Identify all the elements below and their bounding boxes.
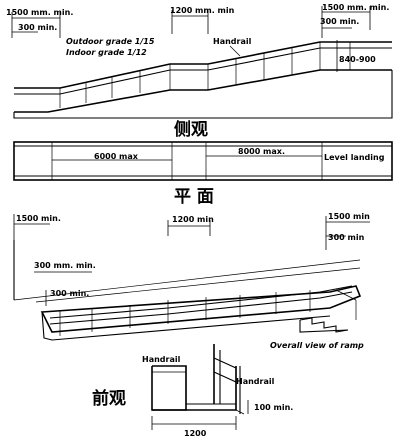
indoor-grade-label: Indoor grade 1/12 xyxy=(66,48,147,57)
front-channel xyxy=(151,344,245,415)
dim-1500-left-label: 1500 mm. min. xyxy=(6,8,73,17)
dim-1200-top: 1200 mm. min xyxy=(170,6,235,34)
dim-1500-right-overall: 1500 min 300 min xyxy=(325,212,370,250)
rail-height-dim: 840-900 xyxy=(336,40,376,72)
overall-dim-1200-label: 1200 min xyxy=(172,215,214,224)
dim-1500-right-top: 1500 mm. min. 300 min. xyxy=(320,3,389,38)
run-1-label: 6000 max xyxy=(94,152,139,161)
dim-1500-left-top: 1500 mm. min. xyxy=(6,8,73,38)
overall-ramp-deck xyxy=(40,285,362,333)
outdoor-grade-label: Outdoor grade 1/15 xyxy=(66,37,155,46)
overall-posts xyxy=(59,290,311,336)
overall-dim-1500-left-label: 1500 min. xyxy=(16,214,61,223)
front-width-dim: 1200 xyxy=(151,416,237,438)
overall-caption: Overall view of ramp xyxy=(270,341,364,350)
plan-view-title: 平 面 xyxy=(174,187,214,207)
overall-view: 1500 min. 1200 min 1500 min 300 min 300 … xyxy=(13,212,370,350)
run-2-label: 8000 max. xyxy=(238,147,285,156)
rail-height-label: 840-900 xyxy=(339,55,376,64)
front-curb-label: 100 min. xyxy=(254,403,293,412)
front-view-title: 前观 xyxy=(92,388,126,409)
front-handrail-left-label: Handrail xyxy=(142,355,181,364)
overall-ramp-side xyxy=(41,311,331,341)
ramp-surface xyxy=(14,69,392,113)
front-curb-dim: 100 min. xyxy=(247,400,293,414)
handrail-top-rail xyxy=(14,41,392,89)
plan-view: 6000 max 8000 max. Level landing 平 面 xyxy=(13,141,393,207)
handrail-posts xyxy=(59,42,351,108)
dim-1500-left-overall: 1500 min. xyxy=(13,214,61,240)
handrail-mid-rail xyxy=(14,47,392,95)
dim-300-left-label: 300 min. xyxy=(18,23,57,32)
front-width-label: 1200 xyxy=(184,429,207,438)
side-view: 1500 mm. min. 300 min. 1200 mm. min 1500… xyxy=(6,3,393,140)
overall-dim-300-right-label: 300 min xyxy=(328,233,365,242)
dim-300-left-top: 300 min. xyxy=(12,23,57,33)
dim-1200-overall: 1200 min xyxy=(167,215,214,236)
dim-300-right-label: 300 min. xyxy=(320,17,359,26)
side-view-title: 侧观 xyxy=(174,119,208,140)
front-handrail-right-label: Handrail xyxy=(236,377,275,386)
overall-dim-1500-right-label: 1500 min xyxy=(328,212,370,221)
level-landing-label: Level landing xyxy=(324,153,385,162)
overall-dim-300mm-label: 300 mm. min. xyxy=(34,261,96,270)
handrail-label: Handrail xyxy=(213,37,252,46)
ramp-base xyxy=(13,70,393,119)
plan-outline xyxy=(13,141,393,181)
overall-dim-300-left-label: 300 min. xyxy=(50,289,89,298)
dim-1500-right-label: 1500 mm. min. xyxy=(322,3,389,12)
dim-1200-label: 1200 mm. min xyxy=(170,6,235,15)
front-view: 前观 Handrail Handrail 1200 xyxy=(92,344,293,438)
overall-stairs xyxy=(299,289,357,333)
